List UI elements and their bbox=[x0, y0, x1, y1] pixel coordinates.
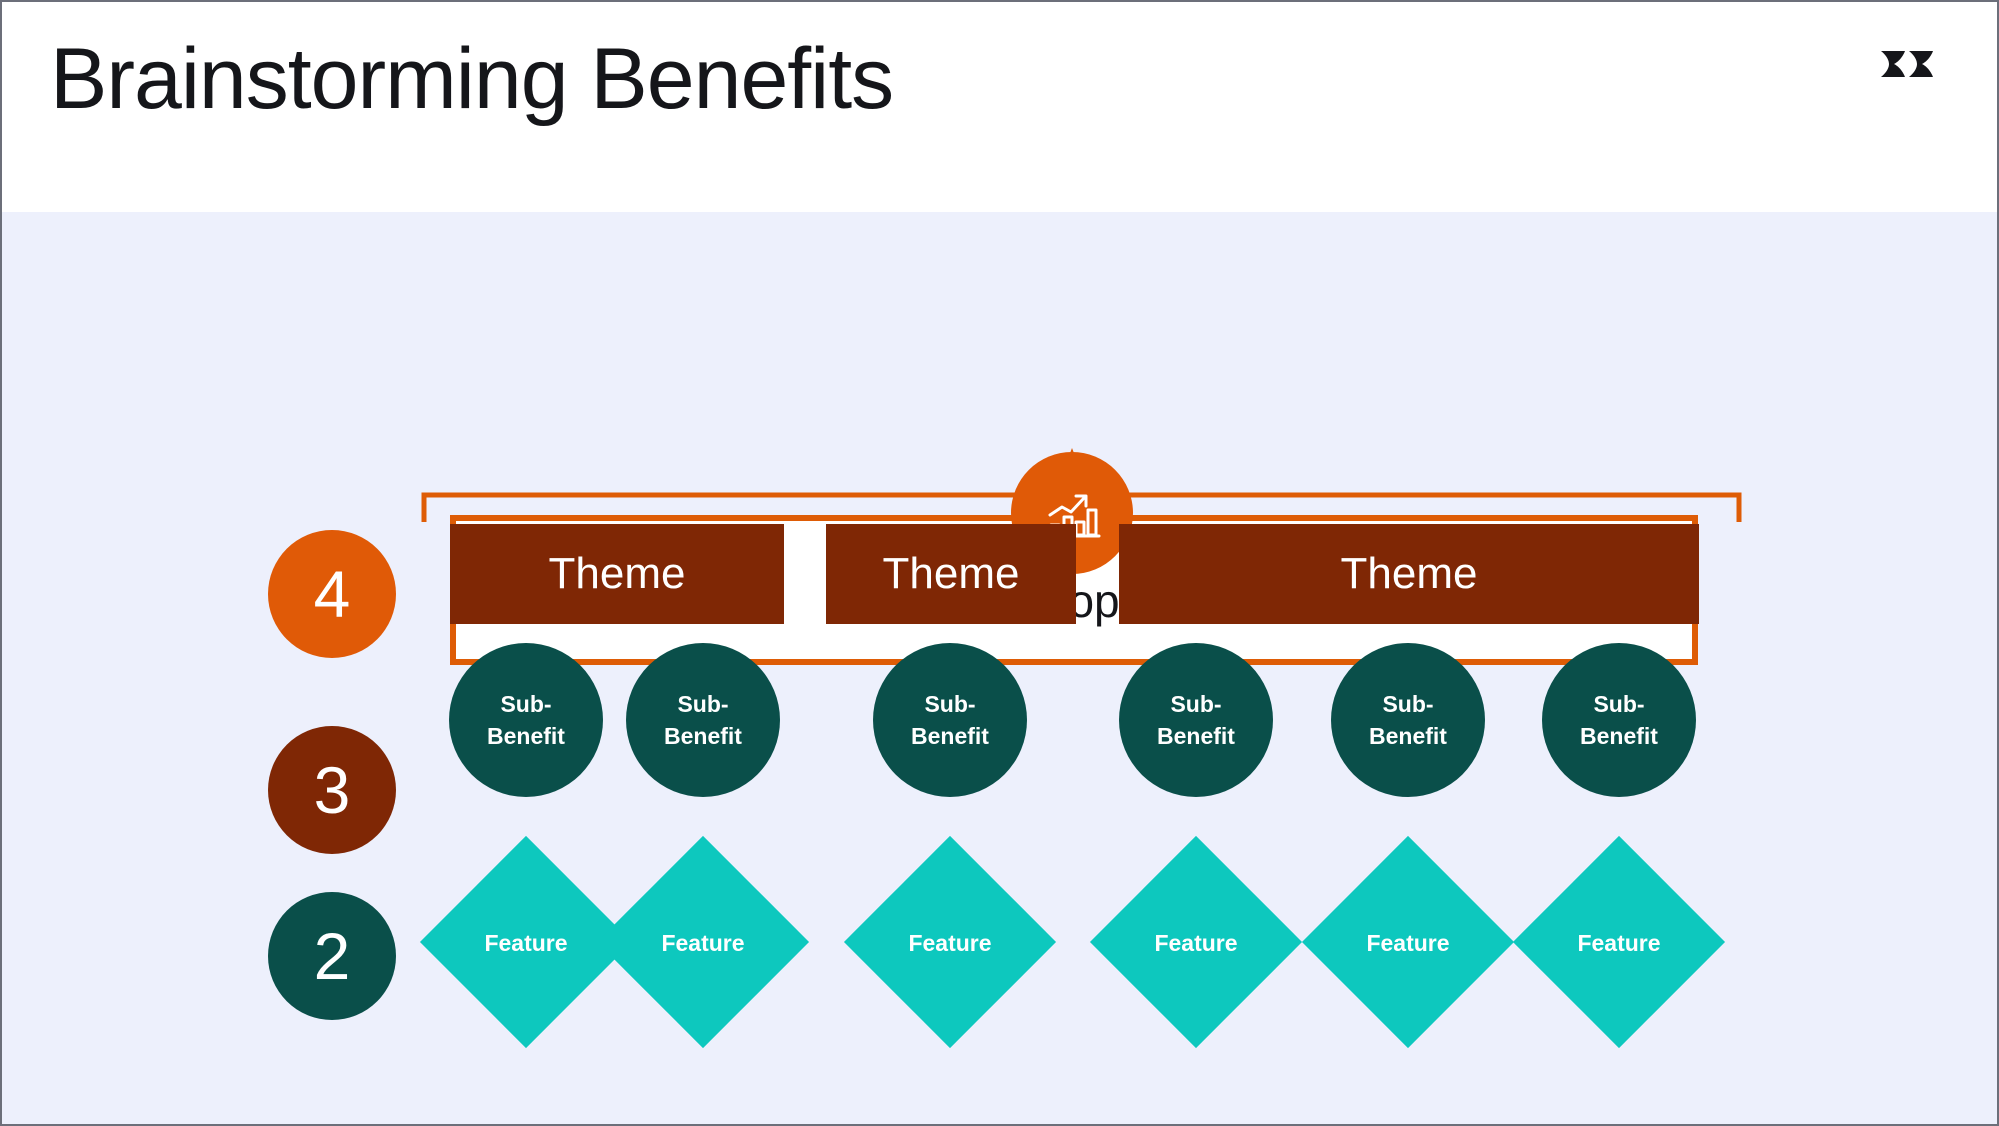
sub-benefit-6-line1: Sub- bbox=[1593, 690, 1645, 717]
sub-benefit-6[interactable]: Sub- Benefit bbox=[1542, 643, 1696, 797]
sub-benefit-4-line1: Sub- bbox=[1170, 690, 1222, 717]
step-badge-3-label: 3 bbox=[313, 753, 351, 827]
sub-benefit-1[interactable]: Sub- Benefit bbox=[449, 643, 603, 797]
sub-benefit-3-line2: Benefit bbox=[911, 723, 989, 749]
theme-bar-1[interactable]: Theme bbox=[450, 524, 784, 624]
double-chevron-r-logo-icon bbox=[1875, 42, 1949, 104]
theme-bar-1-label: Theme bbox=[548, 549, 686, 598]
sub-benefit-3[interactable]: Sub- Benefit bbox=[873, 643, 1027, 797]
step-badge-3[interactable]: 3 bbox=[268, 726, 396, 854]
sub-benefit-3-label: Sub- Benefit bbox=[911, 688, 989, 752]
slide-header: Brainstorming Benefits bbox=[2, 2, 1997, 212]
feature-4-label: Feature bbox=[1154, 930, 1238, 956]
feature-5-label: Feature bbox=[1366, 930, 1450, 956]
sub-benefit-2-line2: Benefit bbox=[664, 723, 742, 749]
feature-1-label: Feature bbox=[484, 930, 568, 956]
sub-benefit-4[interactable]: Sub- Benefit bbox=[1119, 643, 1273, 797]
page-title: Brainstorming Benefits bbox=[50, 31, 894, 127]
sub-benefit-5-label: Sub- Benefit bbox=[1369, 688, 1447, 752]
step-badge-4-label: 4 bbox=[313, 557, 351, 631]
feature-2-label: Feature bbox=[661, 930, 745, 956]
sub-benefit-1-label: Sub- Benefit bbox=[487, 688, 565, 752]
sub-benefit-5[interactable]: Sub- Benefit bbox=[1331, 643, 1485, 797]
step-badge-2[interactable]: 2 bbox=[268, 892, 396, 1020]
theme-bar-2[interactable]: Theme bbox=[826, 524, 1076, 624]
sub-benefit-2[interactable]: Sub- Benefit bbox=[626, 643, 780, 797]
sub-benefit-2-label: Sub- Benefit bbox=[664, 688, 742, 752]
sub-benefit-2-line1: Sub- bbox=[677, 690, 729, 717]
theme-bar-3-label: Theme bbox=[1340, 549, 1478, 598]
diagram-panel: 4 3 2 1 Value Proposition bbox=[2, 212, 1997, 1124]
theme-bar-3[interactable]: Theme bbox=[1119, 524, 1699, 624]
sub-benefit-6-label: Sub- Benefit bbox=[1580, 688, 1658, 752]
step-badge-2-label: 2 bbox=[313, 919, 351, 993]
sub-benefit-4-line2: Benefit bbox=[1157, 723, 1235, 749]
theme-bar-2-label: Theme bbox=[882, 549, 1020, 598]
sub-benefit-5-line1: Sub- bbox=[1382, 690, 1434, 717]
sub-benefit-1-line1: Sub- bbox=[500, 690, 552, 717]
step-badge-4[interactable]: 4 bbox=[268, 530, 396, 658]
sub-benefit-1-line2: Benefit bbox=[487, 723, 565, 749]
sub-benefit-4-label: Sub- Benefit bbox=[1157, 688, 1235, 752]
feature-3-label: Feature bbox=[908, 930, 992, 956]
sub-benefit-6-line2: Benefit bbox=[1580, 723, 1658, 749]
feature-6-label: Feature bbox=[1577, 930, 1661, 956]
sub-benefit-5-line2: Benefit bbox=[1369, 723, 1447, 749]
sub-benefit-3-line1: Sub- bbox=[924, 690, 976, 717]
